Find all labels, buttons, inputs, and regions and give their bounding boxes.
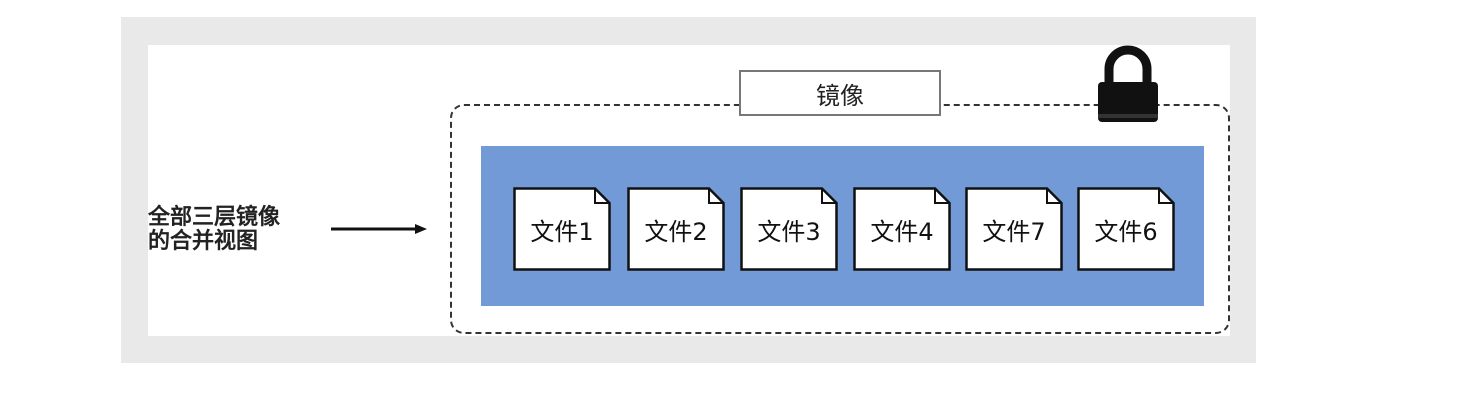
file-icon: [513, 187, 611, 271]
file-card: 文件2: [627, 187, 725, 271]
file-card: 文件7: [965, 187, 1063, 271]
file-label: 文件3: [757, 217, 821, 246]
image-tag: 镜像: [739, 70, 941, 116]
merged-view-label: 全部三层镜像 的合并视图: [148, 206, 348, 254]
file-card: 文件4: [853, 187, 951, 271]
file-card: 文件6: [1077, 187, 1175, 271]
file-label: 文件7: [982, 217, 1046, 246]
file-icon: [853, 187, 951, 271]
file-label: 文件1: [530, 217, 594, 246]
file-icon: [740, 187, 838, 271]
file-icon: [1077, 187, 1175, 271]
file-icon: [627, 187, 725, 271]
file-card: 文件3: [740, 187, 838, 271]
merged-view-label-line-1: 全部三层镜像: [148, 205, 281, 230]
file-icon: [965, 187, 1063, 271]
arrow-right-icon: [331, 224, 427, 234]
lock-icon: [1098, 45, 1158, 122]
merged-view-label-line-2: 的合并视图: [148, 229, 259, 254]
file-label: 文件4: [870, 217, 934, 246]
file-label: 文件2: [644, 217, 708, 246]
file-label: 文件6: [1094, 217, 1158, 246]
file-card: 文件1: [513, 187, 611, 271]
